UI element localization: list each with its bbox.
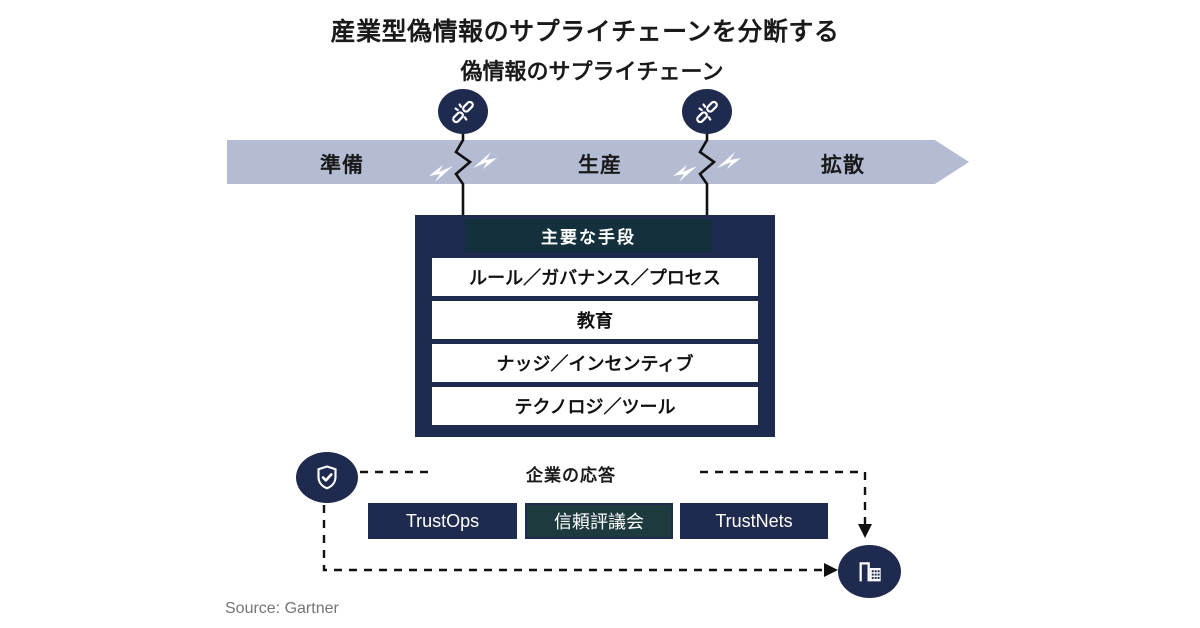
break-flash xyxy=(673,165,697,182)
stage-diffusion: 拡散 xyxy=(821,154,865,177)
break-line xyxy=(454,132,473,216)
trust-badge xyxy=(296,452,358,503)
response-box-trustops: TrustOps xyxy=(368,503,517,539)
enterprise-badge xyxy=(838,545,901,598)
method-row-education: 教育 xyxy=(432,301,758,339)
break-line xyxy=(698,132,717,216)
building-icon xyxy=(859,561,881,581)
break-badge xyxy=(682,89,732,134)
corporate-response-label: 企業の応答 xyxy=(526,466,616,485)
break-flash xyxy=(717,152,741,169)
key-methods-box: 主要な手段 ルール／ガバナンス／プロセス 教育 ナッジ／インセンティブ テクノロ… xyxy=(415,215,775,437)
source-attribution: Source: Gartner xyxy=(225,600,339,617)
method-row-rules: ルール／ガバナンス／プロセス xyxy=(432,258,758,296)
break-flash xyxy=(473,152,497,169)
stage-preparation: 準備 xyxy=(320,154,364,177)
broken-link-icon xyxy=(696,100,718,123)
chain-break-crack xyxy=(673,132,741,216)
stage-production: 生産 xyxy=(578,154,622,177)
chain-break-crack xyxy=(429,132,497,216)
method-row-nudges: ナッジ／インセンティブ xyxy=(432,344,758,382)
key-methods-header: 主要な手段 xyxy=(465,219,712,252)
shield-check-icon xyxy=(317,464,337,489)
response-box-trustnets: TrustNets xyxy=(680,503,828,539)
break-badge xyxy=(438,89,488,134)
arrowhead-down xyxy=(858,524,872,538)
supply-chain-arrow xyxy=(227,140,969,184)
arrowhead-right xyxy=(824,563,838,577)
broken-link-icon xyxy=(452,100,474,123)
break-flash xyxy=(429,165,453,182)
diagram-subtitle: 偽情報のサプライチェーン xyxy=(460,59,724,84)
response-box-trust-council: 信頼評議会 xyxy=(525,503,673,539)
page-title: 産業型偽情報のサプライチェーンを分断する xyxy=(330,18,840,46)
method-row-technology: テクノロジ／ツール xyxy=(432,387,758,425)
